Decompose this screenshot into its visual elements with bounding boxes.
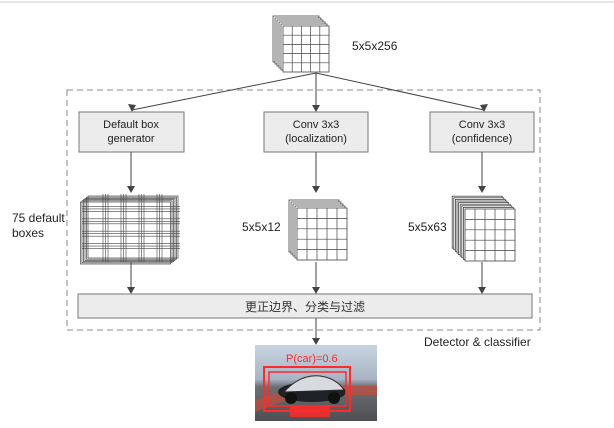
arrowhead (312, 287, 320, 294)
bottom-arrows (130, 262, 483, 291)
arrowhead (312, 105, 320, 112)
arrowhead (128, 104, 136, 112)
car-wheel (328, 392, 340, 404)
conv-localization-box (263, 111, 369, 153)
detector-module-boundary (66, 89, 541, 331)
conv-confidence-box (429, 111, 535, 153)
grid-layer (296, 207, 348, 261)
default-box (87, 195, 179, 259)
arrowhead (127, 186, 135, 193)
confidence-tensor-label: 5x5x63 (408, 220, 447, 234)
default-boxes-label-line1: 75 default (12, 211, 65, 225)
arrowhead (312, 186, 320, 193)
input-arrows (131, 72, 485, 111)
default-box (86, 196, 177, 260)
default-box (83, 199, 174, 262)
default-box-generator-box (78, 111, 185, 153)
confidence-tensor-icon (451, 195, 516, 262)
car-body (282, 375, 345, 393)
arrowhead (312, 338, 320, 345)
default-boxes-grid-icon (80, 194, 180, 265)
mid-arrows (130, 152, 483, 190)
filter-bar-label: 更正边界、分类与过滤 (245, 300, 365, 314)
module-caption: Detector & classifier (424, 335, 531, 349)
arrowhead (478, 287, 486, 294)
default-box-generator-label-line2: generator (107, 133, 154, 145)
conv-localization-label-line2: (localization) (285, 133, 347, 145)
conv-confidence-label-line2: (confidence) (452, 133, 513, 145)
default-box (84, 198, 176, 261)
default-boxes-label-line2: boxes (12, 226, 44, 240)
default-box-generator-label-line1: Default box (103, 119, 159, 131)
default-box (81, 200, 173, 264)
input-tensor-label: 5x5x256 (352, 39, 398, 53)
car-wheel (285, 392, 297, 404)
arrowhead (480, 104, 488, 112)
localization-tensor-label: 5x5x12 (242, 220, 281, 234)
arrowhead (127, 287, 135, 294)
conv-localization-label-line1: Conv 3x3 (293, 119, 339, 131)
localization-tensor-icon (288, 199, 348, 261)
default-box (80, 201, 171, 265)
input-feature-map-icon (272, 15, 330, 73)
conv-confidence-label-line1: Conv 3x3 (459, 119, 505, 131)
grid-layer (282, 25, 330, 73)
filter-bar (77, 293, 533, 319)
output-detection-image: P(car)=0.6 (255, 345, 377, 421)
grid-layer (464, 208, 516, 262)
arrowhead (478, 186, 486, 193)
detection-box-label-bg (290, 405, 330, 417)
detection-probability-label: P(car)=0.6 (286, 353, 338, 365)
